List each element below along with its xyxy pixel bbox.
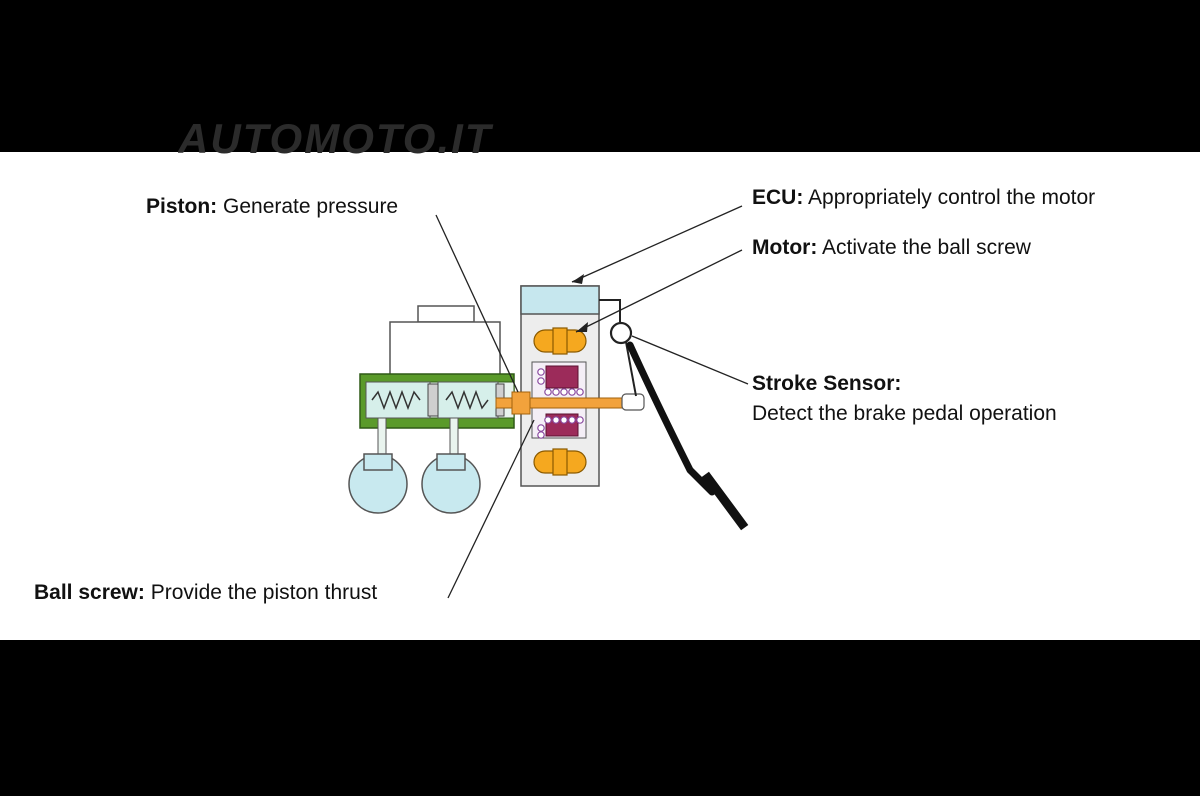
piston-label: Piston: Generate pressure	[146, 195, 398, 219]
push-rod	[495, 391, 645, 415]
diagram-panel	[0, 152, 1200, 640]
motor-label-desc: Activate the ball screw	[822, 236, 1031, 259]
leader-lines	[435, 205, 749, 599]
wheel-cylinder-right	[421, 453, 481, 514]
piston-label-name: Piston:	[146, 195, 218, 218]
ecu-label-name: ECU:	[752, 186, 804, 209]
ball-screw-label-name: Ball screw:	[34, 581, 145, 604]
stroke-sensor-label-name: Stroke Sensor:	[752, 372, 902, 395]
piston-label-desc: Generate pressure	[223, 195, 399, 218]
stroke-sensor	[599, 299, 637, 397]
piston-leader	[435, 214, 519, 393]
ecu-label: ECU: Appropriately control the motor	[752, 186, 1095, 210]
stroke-sensor-leader	[631, 335, 749, 385]
ecu-block	[520, 285, 600, 315]
ecu-label-desc: Appropriately control the motor	[808, 186, 1096, 209]
ecu-leader	[571, 205, 743, 283]
motor-label-name: Motor:	[752, 236, 818, 259]
wheel-cylinder-left	[348, 453, 408, 514]
motor-label: Motor: Activate the ball screw	[752, 236, 1031, 260]
motor-element-top	[533, 327, 587, 355]
watermark: AUTOMOTO.IT	[178, 124, 493, 154]
ball-screw-label-desc: Provide the piston thrust	[150, 581, 378, 604]
motor-element-bottom	[533, 448, 587, 476]
master-cylinder	[359, 373, 515, 429]
motor-leader	[575, 249, 743, 333]
ball-screw-leader	[447, 419, 535, 599]
brake-pedal	[626, 341, 749, 531]
stroke-sensor-desc: Detect the brake pedal operation	[752, 402, 1057, 425]
reservoir-tank	[389, 305, 501, 377]
leader-arrowheads	[572, 274, 588, 332]
ball-screw-label: Ball screw: Provide the piston thrust	[34, 581, 377, 605]
stroke-sensor-label: Stroke Sensor:	[752, 372, 901, 396]
